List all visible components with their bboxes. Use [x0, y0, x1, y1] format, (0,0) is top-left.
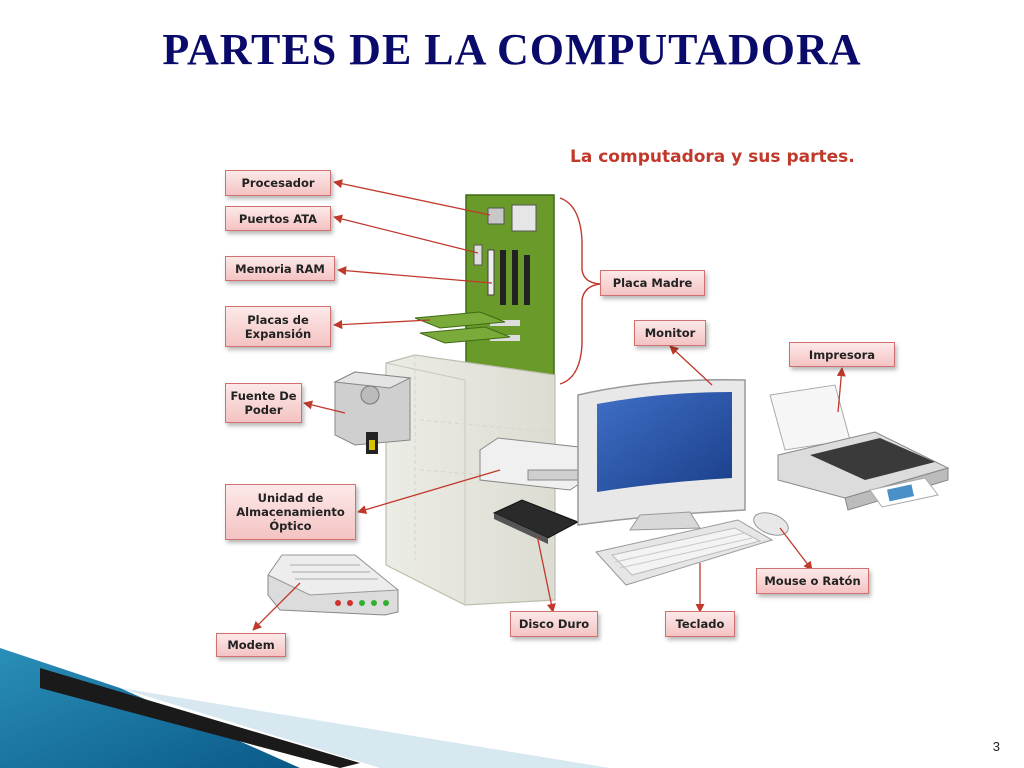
arrow-disco-duro — [536, 534, 556, 613]
label-mouse: Mouse o Ratón — [756, 568, 869, 594]
printer-illustration — [769, 384, 950, 511]
keyboard-illustration — [595, 519, 774, 586]
tower-case-illustration — [385, 354, 556, 606]
label-memoria-ram: Memoria RAM — [225, 256, 335, 281]
arrow-puertos-ata — [333, 214, 479, 254]
label-placa-madre: Placa Madre — [600, 270, 705, 296]
label-teclado: Teclado — [665, 611, 735, 637]
monitor-illustration — [577, 379, 746, 531]
arrow-mouse — [779, 527, 813, 571]
power-supply-illustration — [333, 371, 412, 454]
motherboard-illustration — [465, 194, 555, 391]
expansion-cards-illustration — [414, 311, 511, 344]
optical-drive-illustration — [479, 437, 589, 491]
corner-decoration — [0, 648, 610, 768]
label-puertos-ata: Puertos ATA — [225, 206, 331, 231]
motherboard-bracket — [559, 197, 601, 385]
arrow-monitor — [669, 345, 713, 386]
label-modem: Modem — [216, 633, 286, 657]
arrow-procesador — [333, 179, 491, 216]
label-unidad-optica: Unidad de Almacenamiento Óptico — [225, 484, 356, 540]
label-fuente-poder: Fuente De Poder — [225, 383, 302, 423]
label-impresora: Impresora — [789, 342, 895, 367]
label-disco-duro: Disco Duro — [510, 611, 598, 637]
arrow-memoria-ram — [337, 266, 493, 284]
diagram-subtitle: La computadora y sus partes. — [570, 147, 855, 167]
slide-title: PARTES DE LA COMPUTADORA — [162, 25, 862, 74]
label-monitor: Monitor — [634, 320, 706, 346]
mouse-illustration — [753, 512, 789, 536]
label-procesador: Procesador — [225, 170, 331, 196]
page-number: 3 — [992, 739, 1000, 754]
pointer-arrows — [252, 179, 846, 631]
label-placas-expansion: Placas de Expansión — [225, 306, 331, 347]
modem-illustration — [267, 554, 400, 616]
arrow-placas-expansion — [333, 319, 431, 330]
arrow-fuente-poder — [303, 400, 346, 414]
arrow-impresora — [836, 367, 846, 413]
arrow-modem — [252, 582, 301, 631]
arrow-unidad-optica — [357, 469, 501, 515]
